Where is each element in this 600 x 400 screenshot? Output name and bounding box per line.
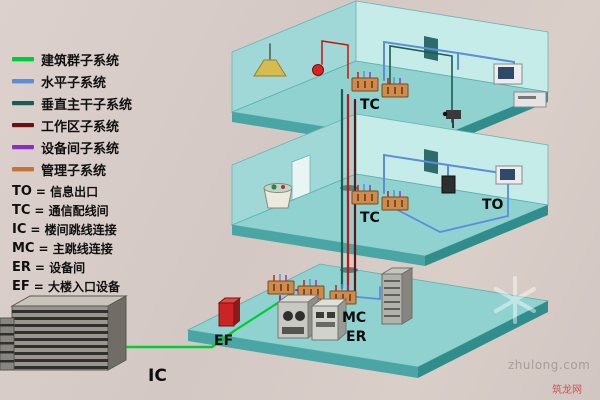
floor-1	[186, 263, 550, 378]
mc-cabinet-icon	[276, 294, 320, 339]
ceiling-lamp-icon	[253, 59, 287, 77]
abbr-definition: = 楼间跳线连接	[30, 223, 117, 237]
abbr-ef: EF = 大楼入口设备	[12, 277, 120, 296]
cable-horizontal	[383, 153, 449, 194]
cable-campus-backbone	[232, 297, 286, 333]
cable-campus-backbone	[124, 329, 236, 349]
legend-label: 工作区子系统	[41, 119, 120, 135]
label-ef: EF	[214, 333, 234, 349]
floor-2-equipment	[263, 165, 523, 211]
patch-panel-icon	[381, 190, 409, 211]
legend-item-campus: 建筑群子系统	[12, 48, 132, 70]
patch-panel-icon	[351, 184, 379, 205]
label-to: TO	[482, 197, 504, 213]
bucket-icon	[263, 183, 293, 209]
cable-horizontal	[383, 40, 459, 81]
legend-label: 设备间子系统	[41, 141, 120, 157]
legend-label: 垂直主干子系统	[41, 97, 133, 113]
legend-item-administration: 管理子系统	[12, 158, 132, 180]
abbr-to: TO = 信息出口	[12, 182, 120, 201]
cable-fire-alarm	[321, 40, 349, 79]
floor-slab	[186, 263, 550, 368]
legend-item-horizontal: 水平子系统	[12, 70, 132, 92]
cctv-camera-icon	[442, 110, 461, 128]
abbr-definition: = 主跳线连接	[38, 242, 113, 256]
label-ic: IC	[148, 366, 167, 386]
abbr-term: MC	[12, 241, 35, 256]
wall-door	[291, 154, 311, 201]
abbreviation-list: TO = 信息出口 TC = 通信配线间 IC = 楼间跳线连接 MC = 主跳…	[12, 182, 120, 296]
abbr-definition: = 设备间	[34, 261, 86, 275]
legend-swatch-administration	[12, 167, 34, 171]
watermark-site-text: zhulong.com	[508, 358, 591, 372]
office-building-icon	[0, 295, 128, 371]
desktop-computer-icon	[495, 165, 523, 185]
patch-panel-icon	[267, 274, 295, 295]
abbr-tc: TC = 通信配线间	[12, 201, 120, 220]
legend-swatch-vertical-backbone	[12, 101, 34, 105]
patch-panel-icon	[351, 71, 379, 92]
wall-intercom-icon	[441, 175, 456, 194]
legend-item-equipment-room: 设备间子系统	[12, 136, 132, 158]
legend-swatch-equipment-room	[12, 145, 34, 149]
legend: 建筑群子系统 水平子系统 垂直主干子系统 工作区子系统 设备间子系统 管理子系统	[12, 48, 132, 180]
legend-swatch-horizontal	[12, 79, 34, 83]
label-tc-floor2: TC	[360, 210, 380, 226]
floor-edge	[188, 330, 418, 378]
label-er: ER	[346, 329, 367, 345]
abbr-term: IC	[12, 222, 27, 237]
abbr-term: EF	[12, 279, 30, 294]
watermark-snowflake-icon	[494, 276, 536, 324]
label-mc: MC	[342, 310, 367, 326]
abbr-er: ER = 设备间	[12, 258, 120, 277]
legend-label: 水平子系统	[41, 75, 107, 91]
legend-swatch-campus	[12, 57, 34, 61]
legend-label: 建筑群子系统	[41, 53, 120, 69]
cable-camera-drop	[389, 45, 453, 123]
label-tc-floor3: TC	[360, 97, 380, 113]
floor-edge	[232, 225, 425, 266]
abbr-mc: MC = 主跳线连接	[12, 239, 120, 258]
floor-3-equipment	[253, 59, 547, 128]
legend-item-vertical-backbone: 垂直主干子系统	[12, 92, 132, 114]
printer-icon	[513, 91, 547, 108]
abbr-definition: = 通信配线间	[34, 204, 109, 218]
cable-horizontal	[389, 183, 509, 233]
floor-edge	[418, 301, 548, 378]
desktop-computer-icon	[493, 63, 523, 85]
equipment-cabinet-icon	[310, 297, 348, 342]
abbr-term: TO	[12, 184, 32, 199]
cable-horizontal	[345, 286, 381, 300]
legend-item-work-area: 工作区子系统	[12, 114, 132, 136]
abbr-term: ER	[12, 260, 31, 275]
watermark-logo-text: 筑龙网	[552, 385, 582, 396]
server-rack-icon	[380, 267, 414, 325]
fire-alarm-icon	[312, 64, 324, 76]
legend-label: 管理子系统	[41, 163, 107, 179]
ef-entrance-box-icon	[217, 297, 242, 327]
abbr-ic: IC = 楼间跳线连接	[12, 220, 120, 239]
floor-edge	[425, 205, 548, 266]
abbr-term: TC	[12, 203, 31, 218]
legend-swatch-work-area	[12, 123, 34, 127]
floor-1-equipment	[217, 267, 414, 342]
patch-panel-icon	[381, 77, 409, 98]
abbr-definition: = 信息出口	[35, 185, 99, 199]
abbr-definition: = 大楼入口设备	[33, 280, 120, 294]
